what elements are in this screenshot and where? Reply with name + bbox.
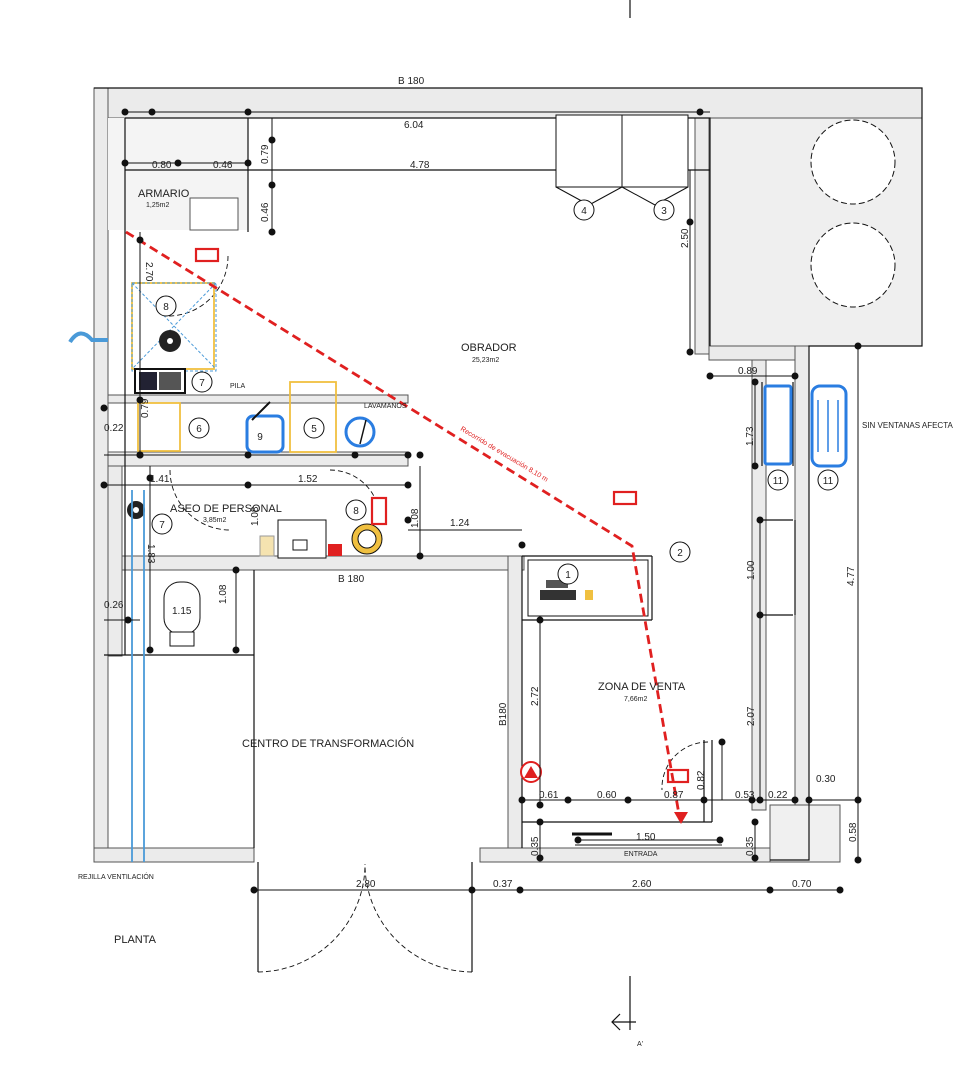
dim-079a: 0.79 — [260, 144, 271, 164]
entrance-door — [572, 832, 722, 846]
extractor-icon — [159, 330, 181, 352]
dim-100: 1.00 — [746, 560, 757, 580]
dim-046b: 0.46 — [260, 202, 271, 222]
lavamanos-icon — [344, 416, 376, 448]
dim-058: 0.58 — [848, 822, 859, 842]
dim-053: 0.53 — [735, 790, 755, 801]
dim-top-b180: B 180 — [398, 76, 425, 87]
room-label-obrador: OBRADOR — [461, 342, 517, 354]
dim-046a: 0.46 — [213, 160, 233, 171]
dim-089: 0.89 — [738, 366, 758, 377]
emergency-lights — [194, 247, 690, 784]
equipment-3-4 — [555, 114, 689, 206]
dim-070: 0.70 — [792, 879, 812, 890]
room-area-obrador: 25,23m2 — [472, 357, 499, 364]
marker-3: 3 — [661, 206, 667, 217]
evacuation-route — [125, 230, 682, 821]
dim-035a: 0.35 — [530, 836, 541, 856]
room-label-zona-venta: ZONA DE VENTA — [598, 681, 686, 693]
marker-8a: 8 — [163, 302, 169, 313]
marker-5: 5 — [311, 424, 317, 435]
marker-11b: 11 — [823, 476, 834, 487]
marker-11a: 11 — [773, 476, 784, 487]
dim-207: 2.07 — [746, 706, 757, 726]
outlines — [94, 87, 923, 972]
label-entrada: ENTRADA — [624, 851, 658, 858]
dim-108b: 1.08 — [218, 584, 229, 604]
dim-080: 0.80 — [152, 160, 172, 171]
room-label-centro: CENTRO DE TRANSFORMACIÓN — [242, 737, 414, 750]
dim-108c: 1.08 — [250, 506, 261, 526]
tank-circle-2 — [810, 222, 896, 308]
room-area-armario: 1,25m2 — [146, 202, 169, 209]
dim-150: 1.50 — [636, 832, 656, 843]
dim-side-b180: B180 — [498, 702, 509, 726]
dim-280: 2.80 — [356, 879, 376, 890]
dimension-lines — [104, 111, 859, 891]
dim-152: 1.52 — [298, 474, 318, 485]
dim-026: 0.26 — [104, 600, 124, 611]
marker-1: 1 — [565, 570, 571, 581]
dim-270: 2.70 — [143, 262, 154, 282]
dim-022a: 0.22 — [104, 423, 124, 434]
marker-8b: 8 — [353, 506, 359, 517]
room-label-armario: ARMARIO — [138, 188, 190, 200]
sink-9 — [245, 401, 285, 454]
marker-9: 9 — [257, 432, 263, 443]
dim-477: 4.77 — [846, 566, 857, 586]
equipment-markers — [151, 199, 839, 585]
dim-030: 0.30 — [816, 774, 836, 785]
label-planta: PLANTA — [114, 934, 157, 946]
door-swings — [167, 255, 709, 973]
dim-272: 2.72 — [530, 686, 541, 706]
walls — [93, 87, 923, 863]
room-area-aseo: 3,85m2 — [203, 517, 226, 524]
room-label-aseo: ASEO DE PERSONAL — [170, 503, 282, 515]
dim-478: 4.78 — [410, 160, 430, 171]
dimension-texts: B 180 6.04 0.80 0.46 0.79 4.78 0.46 2.70… — [104, 76, 859, 890]
dim-173: 1.73 — [745, 426, 756, 446]
dim-035b: 0.35 — [745, 836, 756, 856]
dim-087: 0.87 — [664, 790, 684, 801]
dim-108a: 1.08 — [410, 508, 421, 528]
cooker-icon — [134, 368, 186, 394]
label-pila: PILA — [230, 383, 246, 390]
evacuation-label: Recorrido de evacuación 8,10 m — [459, 426, 549, 484]
section-arrow-icon — [611, 976, 636, 1031]
dim-604: 6.04 — [404, 120, 424, 131]
dim-060: 0.60 — [597, 790, 617, 801]
dim-022b: 0.22 — [768, 790, 788, 801]
dim-141: 1.41 — [150, 474, 170, 485]
marker-7a: 7 — [199, 378, 205, 389]
label-section-mark: A' — [637, 1041, 643, 1048]
dim-115: 1.15 — [172, 606, 192, 617]
room-area-zona-venta: 7,66m2 — [624, 696, 647, 703]
dim-082: 0.82 — [696, 770, 707, 790]
marker-6: 6 — [196, 424, 202, 435]
marker-labels: 1 2 3 4 5 6 7 7 8 8 9 11 11 — [159, 206, 833, 581]
blue-fixtures — [763, 384, 848, 468]
blue-dashed-area — [131, 282, 217, 372]
dim-037: 0.37 — [493, 879, 513, 890]
ventilation-duct — [68, 331, 145, 862]
label-sin-ventanas: SIN VENTANAS AFECTA — [862, 421, 953, 430]
dim-079b: 0.79 — [140, 398, 151, 418]
marker-2: 2 — [677, 548, 683, 559]
cash-register-icon — [540, 580, 593, 600]
dim-260: 2.60 — [632, 879, 652, 890]
tank-circle-1 — [810, 119, 896, 205]
dim-183: 1.83 — [145, 544, 156, 564]
label-rejilla: REJILLA VENTILACIÓN — [78, 872, 154, 881]
dimension-ticks — [100, 108, 862, 894]
dim-061: 0.61 — [539, 790, 559, 801]
fire-extinguisher-icon — [520, 761, 542, 783]
dim-124: 1.24 — [450, 518, 470, 529]
dim-250: 2.50 — [680, 228, 691, 248]
marker-4: 4 — [581, 206, 587, 217]
dim-mid-b180: B 180 — [338, 574, 365, 585]
label-lavamanos: LAVAMANOS — [364, 403, 407, 410]
marker-7b: 7 — [159, 520, 165, 531]
